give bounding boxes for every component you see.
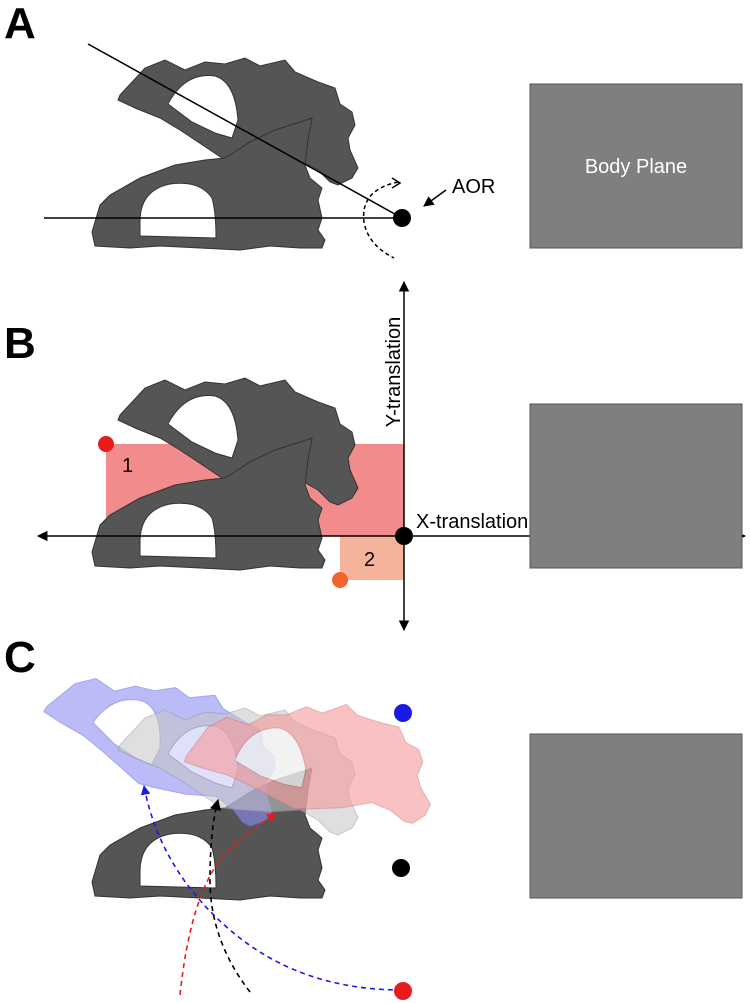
panel-b-letter: B: [4, 319, 36, 368]
panel-c-letter: C: [4, 633, 36, 682]
x-translation-label: X-translation: [416, 511, 528, 533]
y-translation-label: Y-translation: [383, 317, 405, 427]
aor-label: AOR: [452, 176, 495, 198]
panel-c: C: [4, 633, 743, 1000]
red-start-point: [98, 436, 114, 452]
aor-pointer-arrow-icon: [423, 189, 447, 207]
orange-start-point: [332, 572, 348, 588]
rotation-arc-head-icon: [391, 177, 402, 189]
panel-a: A AOR Body Plane: [4, 0, 743, 259]
ghost-jaw-red: [183, 704, 431, 824]
body-plane-c: [529, 733, 743, 899]
panel-a-letter: A: [4, 0, 36, 48]
upper-jaw-line: [87, 43, 403, 219]
aor-point: [393, 209, 411, 227]
translation-region-2: [340, 536, 404, 580]
red-point: [394, 982, 412, 1000]
region-1-label: 1: [122, 455, 133, 477]
skull-a: [91, 57, 359, 251]
origin-point: [395, 527, 413, 545]
rotation-arc: [362, 181, 399, 259]
black-point: [392, 859, 410, 877]
body-plane-b: [529, 403, 743, 569]
region-2-label: 2: [364, 549, 375, 571]
panel-b: B Y-translation X-translation 1 2: [4, 280, 747, 632]
body-plane-a: [529, 83, 743, 249]
trajectory-red: [179, 813, 277, 996]
body-plane-label: Body Plane: [585, 156, 687, 178]
skull-c-lower-opening: [139, 832, 217, 889]
blue-point: [394, 704, 412, 722]
